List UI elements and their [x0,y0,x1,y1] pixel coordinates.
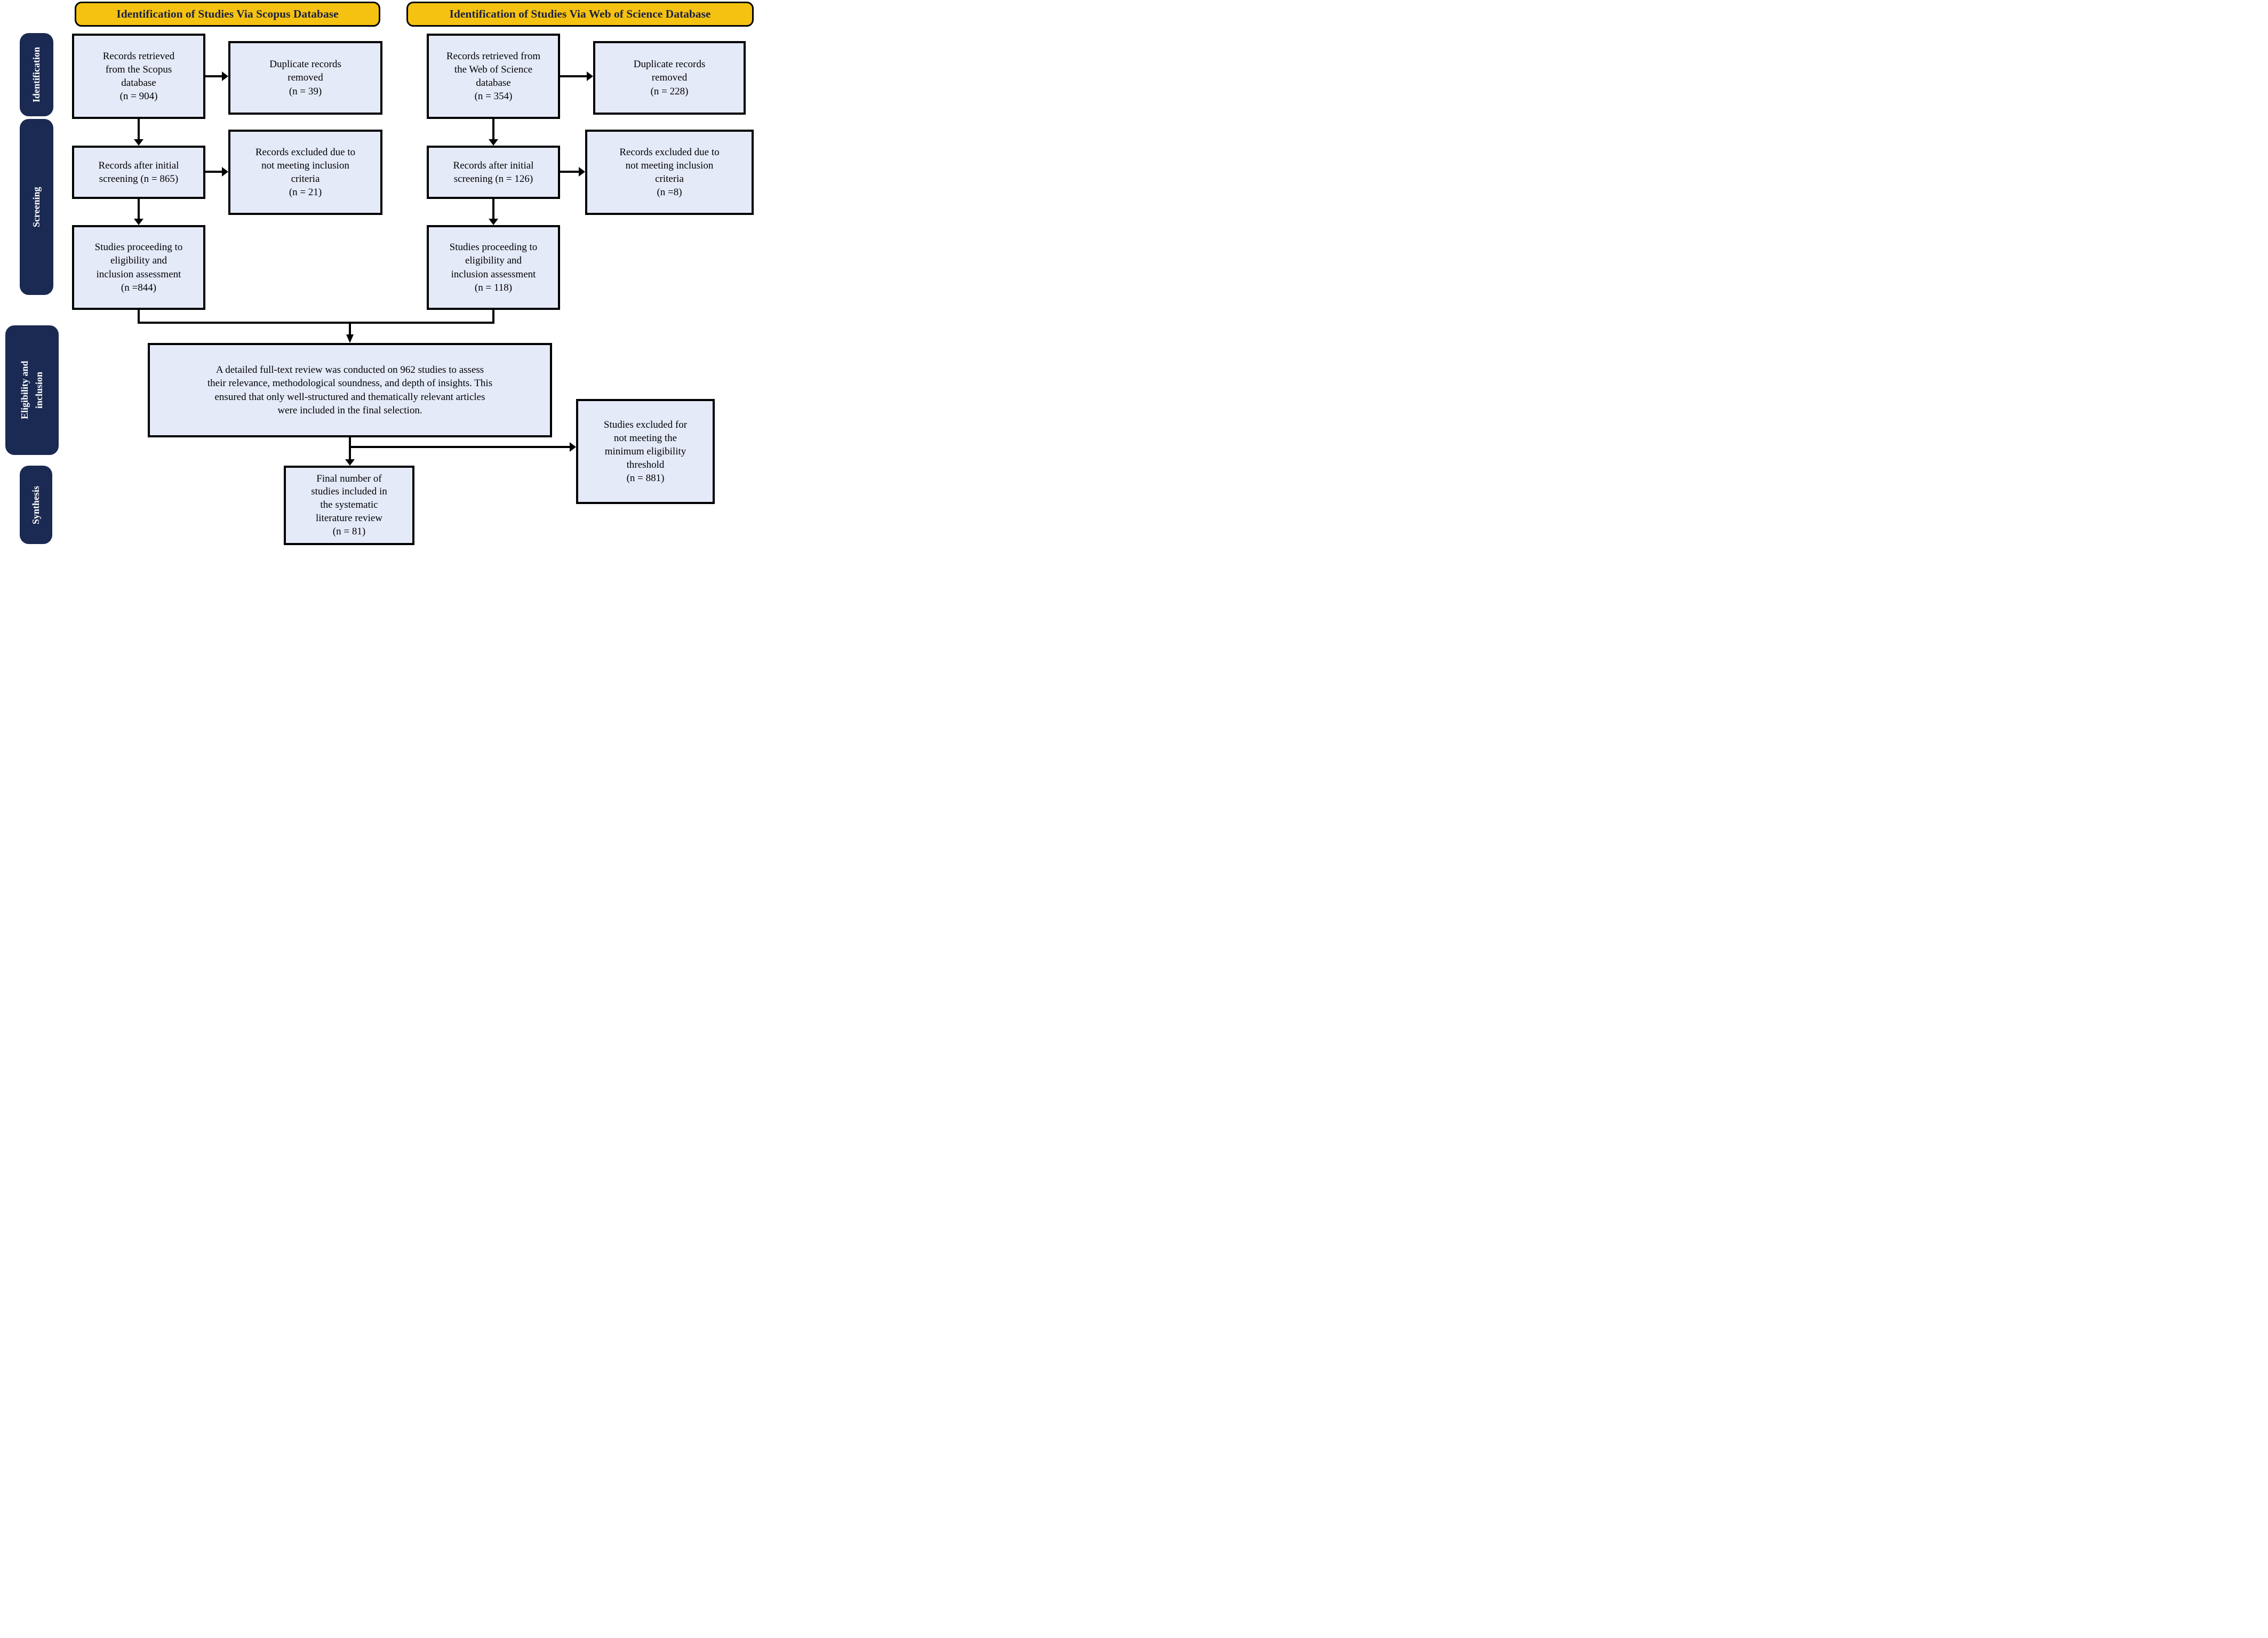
arrow-fulltext-to-final-head [345,459,355,466]
arrow-scopus-records-to-duplicates-line [205,75,222,77]
wos-proceeding-box: Studies proceeding to eligibility and in… [427,225,560,310]
arrow-merge-to-fulltext-line [349,324,351,335]
arrow-wos-screening-to-proceeding-head [489,219,498,225]
sidebar-stage-screening: Screening [20,119,53,295]
wos-records-retrieved-box: Records retrieved from the Web of Scienc… [427,34,560,119]
sidebar-stage-eligibility-inclusion: Eligibility and inclusion [5,325,59,455]
arrow-wos-screening-to-excluded-head [579,167,585,177]
connector-scopus-proceeding-drop [138,310,140,324]
connector-wos-proceeding-drop [492,310,494,324]
arrow-wos-screening-to-excluded-line [560,171,579,173]
arrow-scopus-screening-to-proceeding-line [138,199,140,219]
arrow-wos-records-to-duplicates-line [560,75,587,77]
sidebar-stage-identification: Identification [20,33,53,116]
arrow-scopus-screening-to-excluded-head [222,167,228,177]
scopus-initial-screening-box: Records after initial screening (n = 865… [72,146,205,199]
arrow-scopus-records-to-screening-head [134,139,143,146]
arrow-wos-records-to-screening-head [489,139,498,146]
arrow-scopus-screening-to-proceeding-head [134,219,143,225]
arrow-scopus-records-to-duplicates-head [222,71,228,81]
wos-duplicates-removed-box: Duplicate records removed (n = 228) [593,41,746,115]
arrow-scopus-records-to-screening-line [138,119,140,139]
scopus-proceeding-box: Studies proceeding to eligibility and in… [72,225,205,310]
scopus-column-header: Identification of Studies Via Scopus Dat… [75,2,380,27]
scopus-records-excluded-box: Records excluded due to not meeting incl… [228,130,382,215]
final-included-box: Final number of studies included in the … [284,466,414,545]
arrow-wos-screening-to-proceeding-line [492,199,494,219]
arrow-scopus-screening-to-excluded-line [205,171,222,173]
arrow-fulltext-to-final-line [349,437,351,460]
arrow-fulltext-to-excluded-head [570,442,576,452]
arrow-wos-records-to-duplicates-head [587,71,593,81]
scopus-records-retrieved-box: Records retrieved from the Scopus databa… [72,34,205,119]
sidebar-stage-synthesis: Synthesis [20,466,52,544]
wos-column-header: Identification of Studies Via Web of Sci… [406,2,754,27]
wos-records-excluded-box: Records excluded due to not meeting incl… [585,130,754,215]
fulltext-review-box: A detailed full-text review was conducte… [148,343,552,437]
arrow-merge-to-fulltext-head [346,334,354,343]
connector-merge-horizontal [138,322,494,324]
prisma-flow-diagram: Identification of Studies Via Scopus Dat… [0,0,756,546]
wos-initial-screening-box: Records after initial screening (n = 126… [427,146,560,199]
arrow-wos-records-to-screening-line [492,119,494,139]
excluded-threshold-box: Studies excluded for not meeting the min… [576,399,715,504]
arrow-fulltext-to-excluded-line [349,446,570,448]
scopus-duplicates-removed-box: Duplicate records removed (n = 39) [228,41,382,115]
